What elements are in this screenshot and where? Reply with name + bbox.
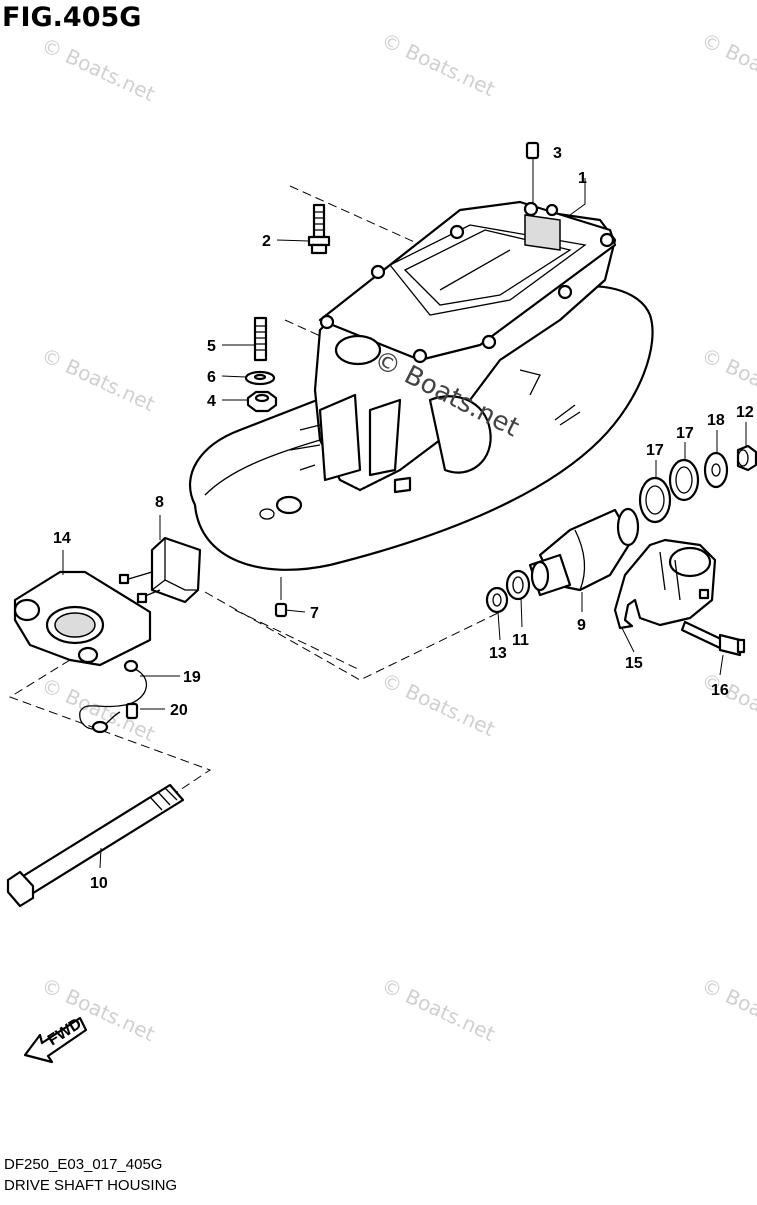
ground-bolt [125,702,139,720]
watermark: © Boats.net [38,343,159,416]
callout-16: 16 [711,682,729,699]
bolt [307,203,331,255]
sleeve [528,507,640,597]
callout-4: 4 [207,393,216,410]
watermark: © Boats.net [38,33,159,106]
callout-numbers: 1 2 3 4 5 6 7 8 9 10 11 12 13 14 15 16 1… [53,145,754,892]
screw [274,577,288,618]
callout-19: 19 [183,669,201,686]
callout-2: 2 [262,233,271,250]
ground-wire [79,659,148,734]
callout-6: 6 [207,369,216,386]
nut [246,390,278,413]
callout-12: 12 [736,404,754,421]
callout-11: 11 [512,632,529,649]
callout-1: 1 [578,170,587,187]
watermark: © Boats.net [378,973,499,1046]
callout-18: 18 [707,412,725,429]
callout-15: 15 [625,655,643,672]
callout-5: 5 [207,338,216,355]
bracket [13,570,152,667]
washer-large [703,451,729,489]
watermark: © Boats.net [698,668,757,741]
cap-nut [736,444,757,472]
callout-17: 17 [646,442,664,459]
leader-lines [62,178,747,869]
figure-code: DF250_E03_017_405G [4,1156,163,1173]
long-bolt [6,783,185,908]
watermark: © Boats.net [378,668,499,741]
watermark: © Boats.net [698,973,757,1046]
drive-shaft-housing [189,200,654,571]
callout-13: 13 [489,645,507,662]
connector [118,536,202,604]
watermark: © Boats.net [378,28,499,101]
clamp [613,538,717,630]
callout-7: 7 [310,605,319,622]
o-ring-small [505,569,531,601]
callout-10: 10 [90,875,108,892]
seal-ring [668,458,700,502]
dowel-pin [525,141,540,203]
washer-small [485,586,509,614]
callout-9: 9 [577,617,586,634]
watermark: © Boats.net [698,28,757,101]
figure-title: FIG.405G [2,2,142,33]
seal-ring [638,476,672,524]
callout-20: 20 [170,702,188,719]
figure-name: DRIVE SHAFT HOUSING [4,1177,178,1194]
callout-3: 3 [553,145,562,162]
clamp-bolt [680,620,746,657]
callout-8: 8 [155,494,164,511]
forward-direction-arrow: FWD [23,1015,88,1064]
stud [253,316,268,362]
callout-14: 14 [53,530,71,547]
washer [244,370,276,386]
callout-17: 17 [676,425,694,442]
